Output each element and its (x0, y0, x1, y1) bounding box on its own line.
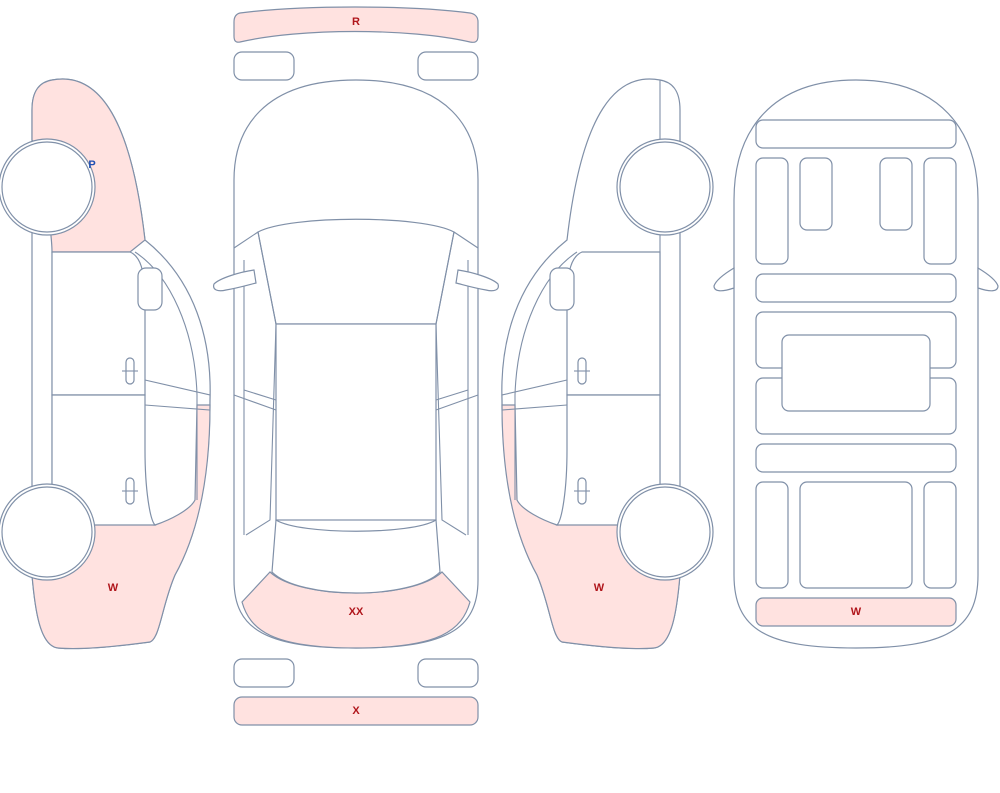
front-right-corner[interactable] (417, 658, 479, 688)
interior-right-mirror[interactable] (977, 266, 999, 292)
left-front-fender-panel[interactable] (31, 404, 211, 650)
rear-left-corner[interactable] (233, 51, 295, 81)
interior-rear-seat-left[interactable] (799, 157, 833, 231)
top-left-door-split (233, 389, 277, 411)
interior-front-panel[interactable] (755, 597, 957, 627)
right-side-view (501, 78, 714, 650)
right-front-fender-code: W (594, 582, 605, 594)
rear-bumper-panel[interactable] (233, 6, 479, 43)
interior-rear-bench[interactable] (755, 273, 957, 303)
rear-right-corner[interactable] (417, 51, 479, 81)
front-windshield[interactable] (271, 518, 441, 594)
left-a-pillar (144, 379, 211, 411)
interior-front-left-panel[interactable] (755, 481, 789, 589)
top-left-mirror[interactable] (213, 269, 257, 292)
interior-rear-left-panel[interactable] (755, 157, 789, 265)
left-window-line (134, 251, 198, 500)
top-view (213, 6, 499, 726)
rear-glass-edge-left (233, 231, 259, 249)
interior-console[interactable] (781, 334, 931, 412)
left-side-view (0, 78, 211, 650)
right-front-fender-panel[interactable] (501, 404, 681, 650)
interior-view (713, 79, 999, 649)
left-mirror[interactable] (137, 267, 163, 311)
top-right-side-line (435, 231, 467, 536)
right-mirror[interactable] (549, 267, 575, 311)
right-a-pillar (501, 379, 568, 411)
right-rear-wheel[interactable] (619, 141, 711, 233)
hood-front-code: XX (349, 606, 364, 618)
top-left-side-line (245, 231, 277, 536)
top-right-door-split (435, 389, 479, 411)
rear-windshield[interactable] (257, 218, 455, 325)
interior-rear-right-panel[interactable] (923, 157, 957, 265)
right-window-line (514, 251, 578, 500)
interior-rear-seat-right[interactable] (879, 157, 913, 231)
interior-front-seat-row[interactable] (755, 443, 957, 473)
left-rear-wheel[interactable] (1, 141, 93, 233)
left-rear-fender-code: P (88, 159, 95, 171)
front-bumper-panel[interactable] (233, 696, 479, 726)
left-front-wheel[interactable] (1, 486, 93, 578)
front-left-corner[interactable] (233, 658, 295, 688)
interior-dashboard[interactable] (799, 481, 913, 589)
roof[interactable] (275, 323, 437, 521)
front-bumper-code: X (352, 705, 360, 717)
interior-front-panel-code: W (851, 606, 862, 618)
top-right-mirror[interactable] (455, 269, 499, 292)
interior-front-right-panel[interactable] (923, 481, 957, 589)
rear-bumper-code: R (352, 16, 360, 28)
rear-glass-edge-right (453, 231, 479, 249)
interior-left-mirror[interactable] (713, 266, 735, 292)
interior-rear-shelf[interactable] (755, 119, 957, 149)
right-front-wheel[interactable] (619, 486, 711, 578)
left-front-fender-code: W (108, 582, 119, 594)
